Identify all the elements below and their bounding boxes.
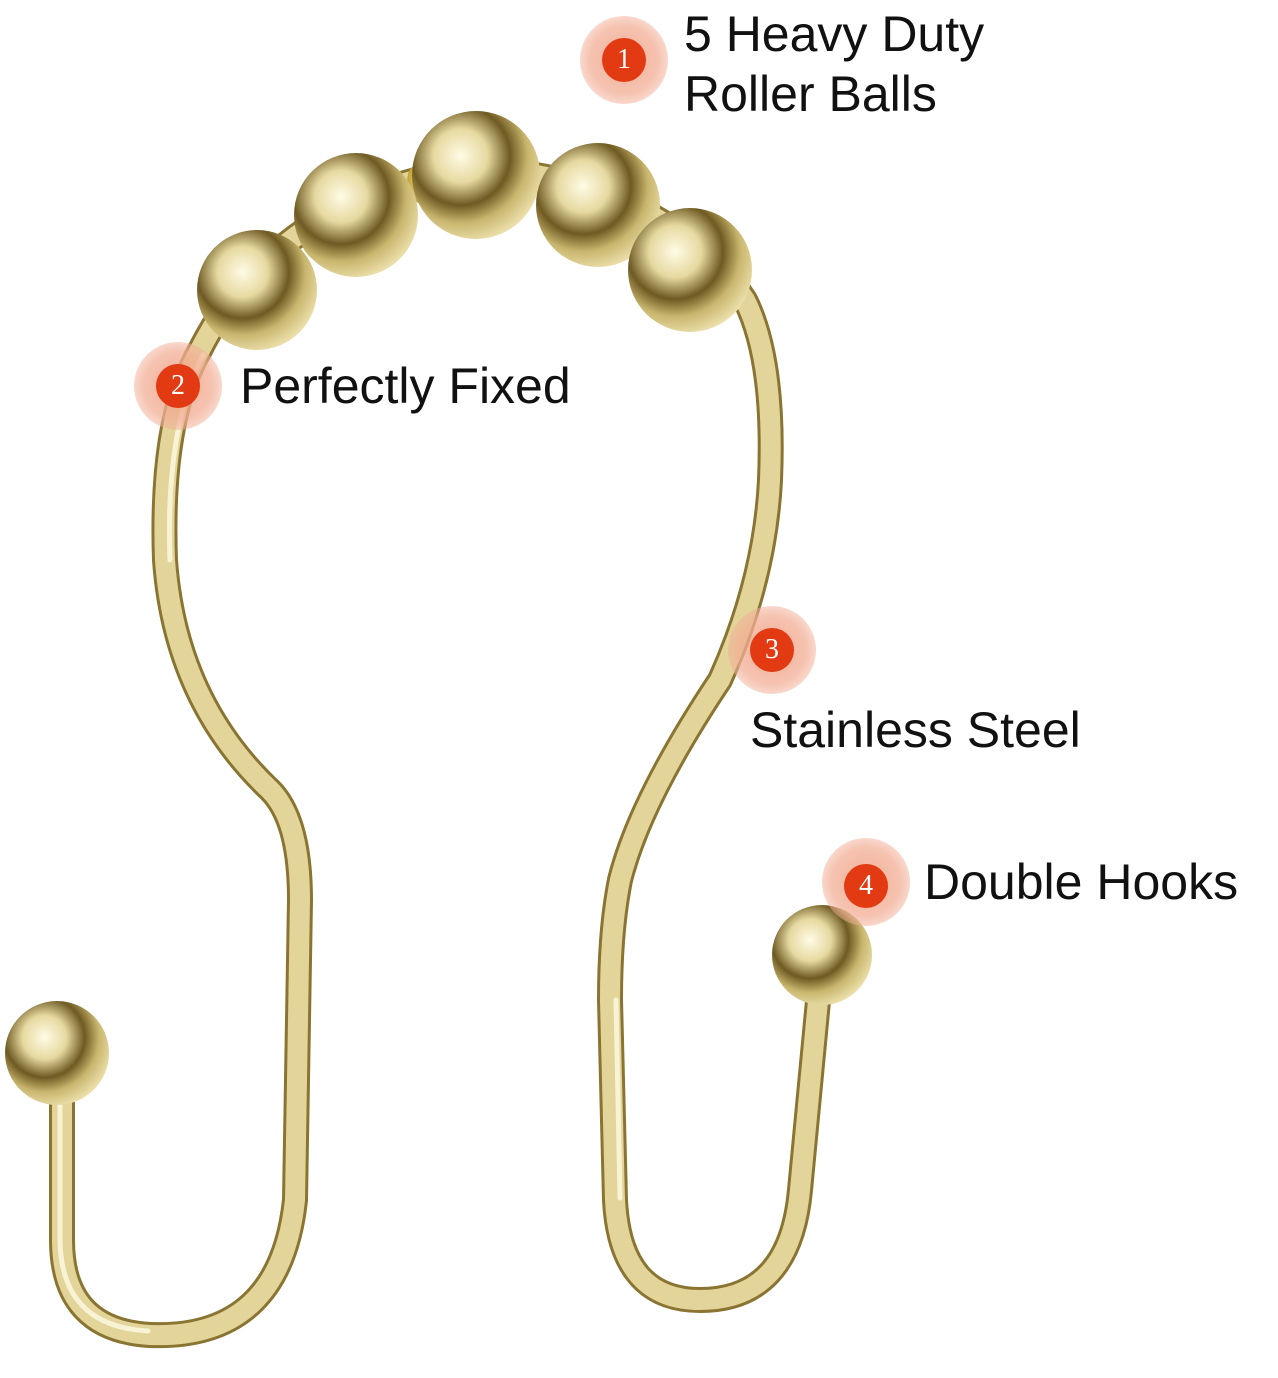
roller-ball-2: [294, 153, 418, 277]
callout-label-1-line1: 5 Heavy Duty: [684, 6, 985, 62]
callout-label-1-line2: Roller Balls: [684, 66, 937, 122]
callout-label-2: Perfectly Fixed: [240, 358, 571, 414]
roller-ball-4: [536, 143, 660, 267]
roller-balls: [197, 111, 752, 350]
callout-label-4: Double Hooks: [924, 854, 1239, 910]
roller-ball-1: [197, 230, 317, 350]
number-badge-1: 1: [602, 38, 646, 82]
number-badge-3: 3: [750, 628, 794, 672]
roller-ball-5: [628, 208, 752, 332]
number-badge-4: 4: [844, 864, 888, 908]
number-badge-2: 2: [156, 364, 200, 408]
roller-ball-3: [412, 111, 540, 239]
left-end-ball: [5, 1001, 109, 1105]
callout-label-3: Stainless Steel: [750, 702, 1081, 758]
right-end-ball: [772, 905, 872, 1005]
